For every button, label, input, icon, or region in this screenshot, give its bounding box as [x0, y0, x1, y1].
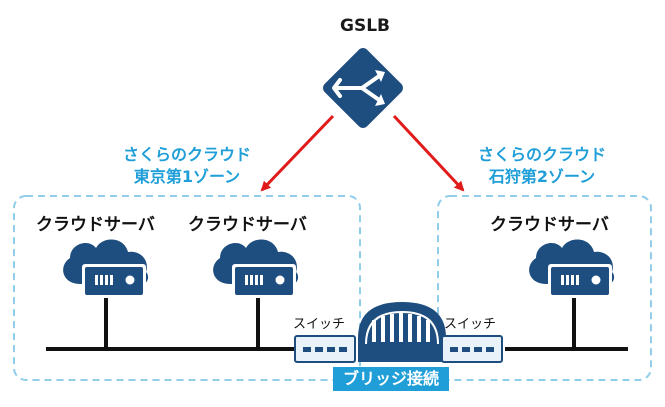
bridge-icon: [358, 302, 446, 362]
arrow-to-ishikari: [392, 114, 465, 192]
zone-label-line1: さくらのクラウド: [122, 145, 251, 164]
server-label-3: クラウドサーバ: [490, 215, 609, 235]
bridge-label: ブリッジ接続: [333, 367, 450, 391]
zone-box-ishikari: [437, 195, 652, 381]
zone-label-line1: さくらのクラウド: [477, 145, 606, 164]
zone-label-tokyo: さくらのクラウド 東京第1ゾーン: [92, 144, 282, 188]
server-label-2: クラウドサーバ: [188, 215, 307, 235]
zone-label-line2: 東京第1ゾーン: [133, 167, 241, 186]
zone-label-line2: 石狩第2ゾーン: [488, 167, 596, 186]
switch-icon: [294, 335, 356, 363]
cloud-server-icon: [213, 239, 299, 298]
switch-icon: [441, 335, 503, 363]
gslb-router-icon: [323, 48, 403, 128]
gslb-label: GSLB: [340, 16, 390, 36]
cloud-server-icon: [63, 239, 149, 298]
cloud-server-icon: [529, 239, 615, 298]
server-label-1: クラウドサーバ: [36, 215, 155, 235]
switch-label-right: スイッチ: [444, 317, 497, 332]
zone-box-tokyo: [13, 195, 361, 381]
arrow-to-tokyo: [260, 114, 335, 192]
zone-label-ishikari: さくらのクラウド 石狩第2ゾーン: [447, 144, 637, 188]
switch-label-left: スイッチ: [293, 317, 346, 332]
